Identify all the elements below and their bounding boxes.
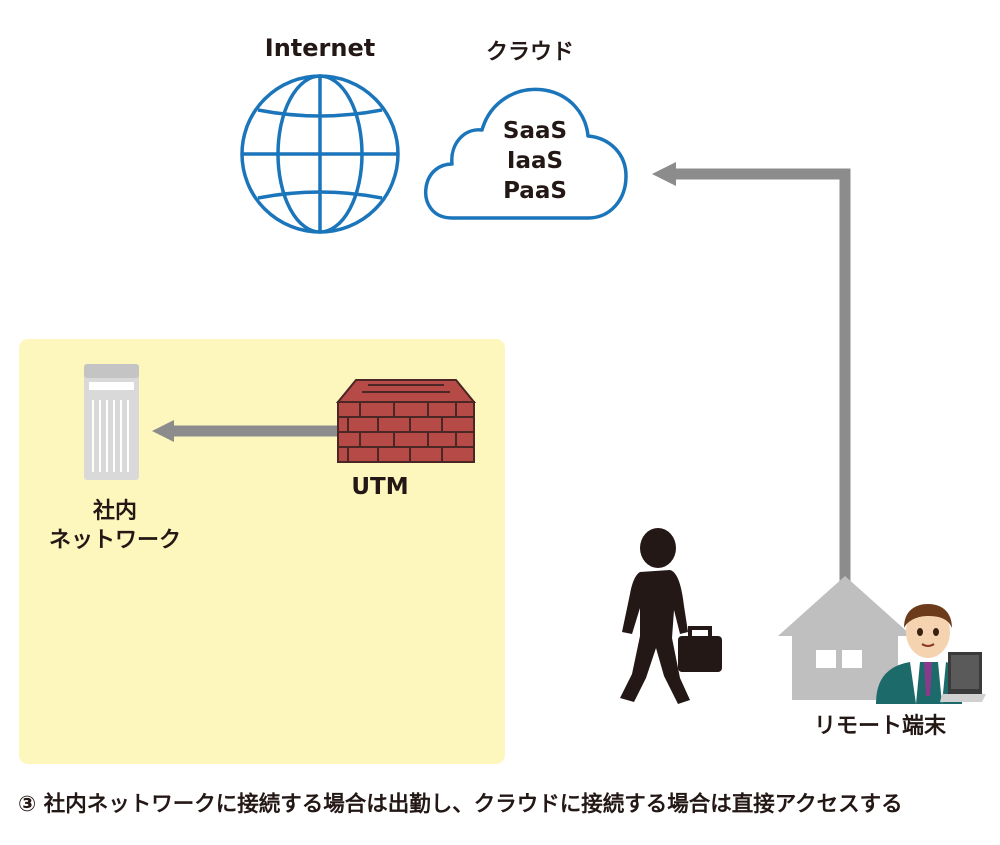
laptop-icon bbox=[940, 652, 986, 702]
cloud-services: SaaS IaaS PaaS bbox=[455, 116, 615, 206]
service-paas: PaaS bbox=[503, 178, 567, 204]
internal-network-label: 社内 ネットワーク bbox=[20, 497, 210, 555]
network-label-line1: 社内 bbox=[92, 499, 137, 524]
network-label-line2: ネットワーク bbox=[48, 528, 181, 553]
internet-label: Internet bbox=[264, 34, 376, 62]
walking-person-icon bbox=[620, 528, 722, 704]
service-saas: SaaS bbox=[502, 118, 568, 144]
service-iaas: IaaS bbox=[506, 148, 564, 174]
cloud-icon bbox=[423, 87, 628, 220]
server-icon bbox=[84, 364, 139, 480]
utm-label: UTM bbox=[351, 474, 409, 500]
cloud-label: クラウド bbox=[485, 40, 574, 65]
globe-icon bbox=[240, 74, 400, 234]
firewall-icon bbox=[335, 379, 477, 463]
figure-caption: ③ 社内ネットワークに接続する場合は出勤し、クラウドに接続する場合は直接アクセス… bbox=[18, 792, 903, 817]
remote-worker-icon bbox=[876, 604, 986, 704]
remote-terminal-label: リモート端末 bbox=[813, 714, 946, 739]
